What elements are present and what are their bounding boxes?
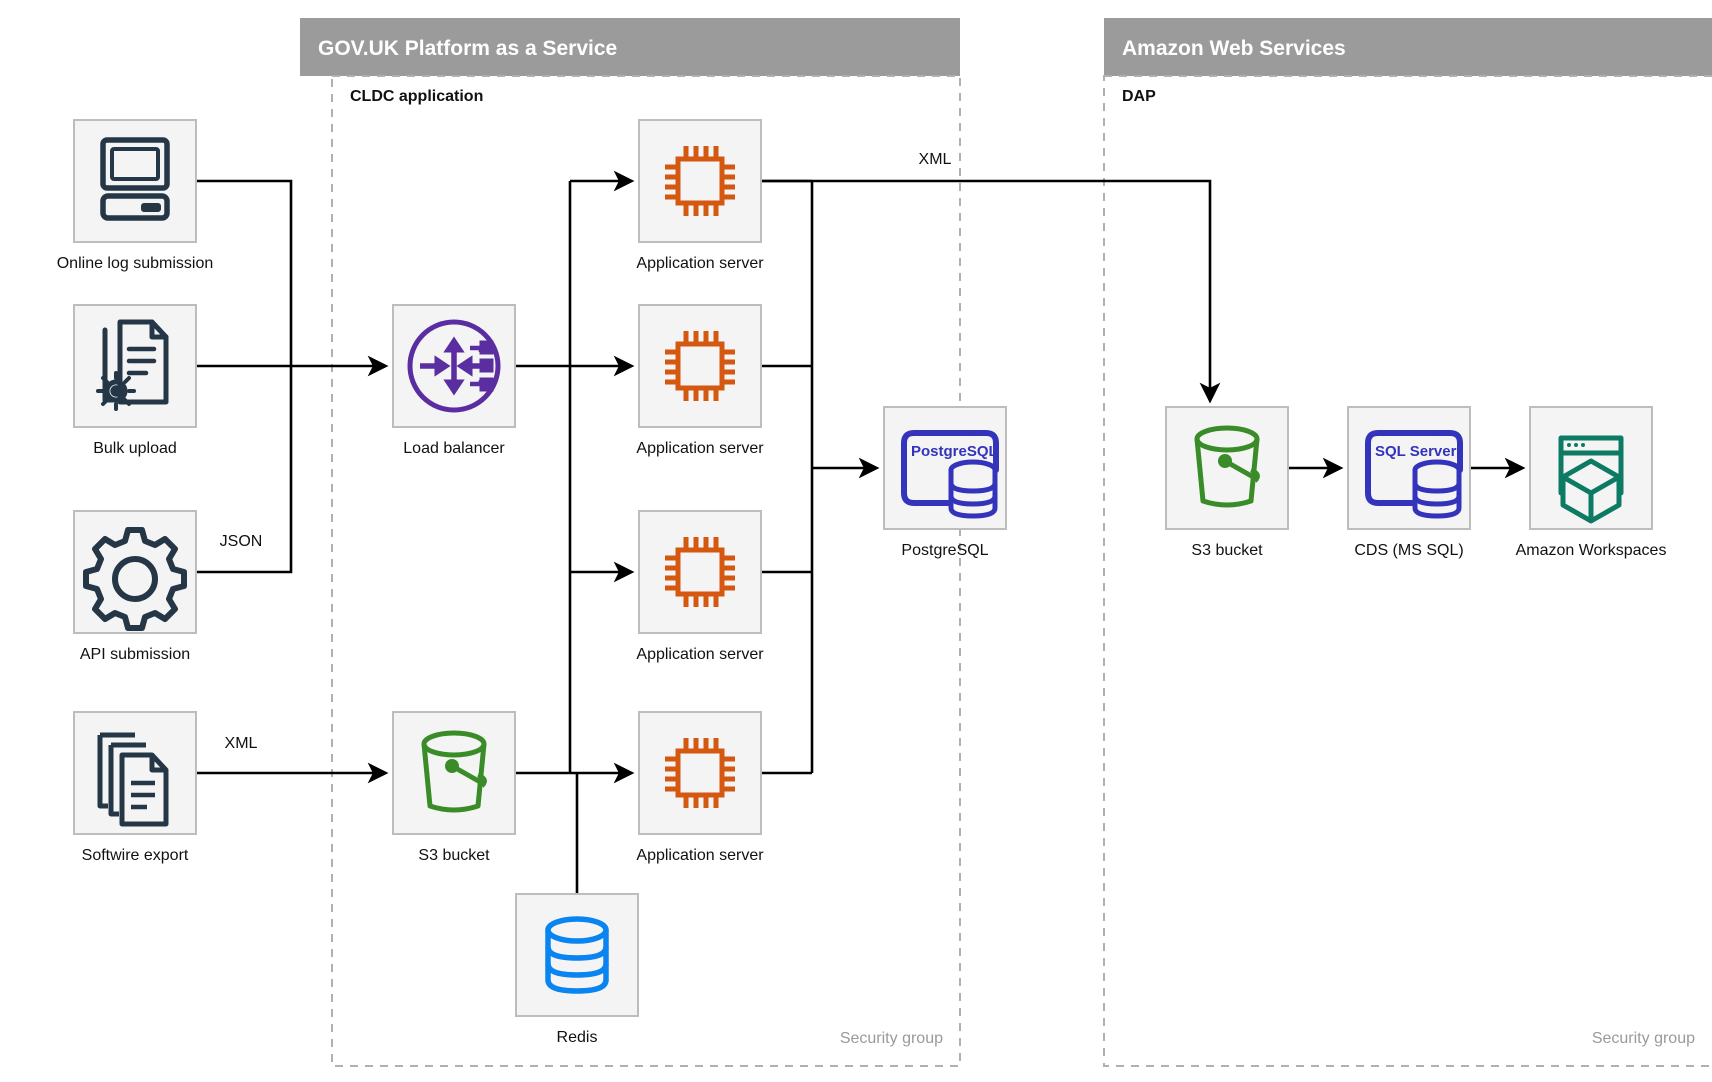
node-label: Amazon Workspaces [1516,542,1667,559]
node-label: Application server [636,646,764,663]
node-label: API submission [80,646,190,663]
node-label: Application server [636,847,764,864]
node-application-server-1[interactable]: Application server [636,119,764,272]
node-box [392,711,516,835]
node-label: S3 bucket [418,847,490,864]
zone-paas-header-bar [300,18,960,76]
zone-paas-subtitle: CLDC application [350,88,483,105]
edge-xml-to-s3-aws [761,179,1221,404]
node-amazon-workspaces[interactable]: Amazon Workspaces [1516,406,1667,559]
node-label: Redis [557,1029,598,1046]
node-label: Application server [636,440,764,457]
node-box [73,711,197,835]
zone-aws-dashed-border [1103,75,1712,1067]
sql-server-icon: SQL Server [1365,430,1463,519]
node-postgresql[interactable]: PostgreSQL PostgreSQL [883,406,1007,559]
node-load-balancer[interactable]: Load balancer [392,304,516,457]
node-bulk-upload[interactable]: Bulk upload [73,304,197,457]
node-label: Application server [636,255,764,272]
node-box [638,119,762,243]
node-label: CDS (MS SQL) [1354,542,1463,559]
node-online-log-submission[interactable]: Online log submission [57,119,214,272]
sql-server-icon-text: SQL Server [1375,443,1457,460]
cpu-chip-icon [665,146,735,216]
node-application-server-4[interactable]: Application server [636,711,764,864]
zone-paas-title: GOV.UK Platform as a Service [318,37,617,60]
node-label: S3 bucket [1191,542,1263,559]
node-cds-ms-sql[interactable]: SQL Server CDS (MS SQL) [1347,406,1471,559]
zone-paas: GOV.UK Platform as a Service CLDC applic… [300,18,961,1067]
edge-label-xml-left: XML [225,735,258,752]
documents-stack-icon [97,732,169,827]
node-box [638,510,762,634]
load-balancer-icon [407,319,501,413]
bucket-icon [1194,425,1260,508]
node-s3-bucket-aws[interactable]: S3 bucket [1165,406,1289,559]
workspaces-icon [1558,435,1624,524]
node-s3-bucket-paas[interactable]: S3 bucket [392,711,516,864]
edge-label-xml-top: XML [919,151,952,168]
postgresql-icon-text: PostgreSQL [911,443,998,460]
node-softwire-export[interactable]: Softwire export [73,711,197,864]
zone-aws-title: Amazon Web Services [1122,37,1346,60]
desktop-computer-icon [100,137,170,221]
node-label: Softwire export [82,847,189,864]
node-box [1165,406,1289,530]
zone-aws-security-group-label: Security group [1592,1030,1695,1047]
node-label: Bulk upload [93,440,177,457]
node-label: PostgreSQL [901,542,988,559]
zone-aws: Amazon Web Services DAP Security group [1103,18,1712,1067]
node-application-server-2[interactable]: Application server [636,304,764,457]
node-box [638,711,762,835]
cpu-chip-icon [665,537,735,607]
node-redis[interactable]: Redis [515,893,639,1046]
zone-aws-header-bar [1104,18,1712,76]
node-api-submission[interactable]: API submission [73,510,197,663]
node-box [515,893,639,1017]
node-box [638,304,762,428]
node-label: Online log submission [57,255,214,272]
postgresql-icon: PostgreSQL [901,430,999,519]
zone-aws-subtitle: DAP [1122,88,1156,105]
document-gear-icon [96,319,169,411]
gear-icon [83,527,187,631]
node-label: Load balancer [403,440,505,457]
cpu-chip-icon [665,738,735,808]
node-application-server-3[interactable]: Application server [636,510,764,663]
edge-online-log-to-lb [196,179,293,366]
cpu-chip-icon [665,331,735,401]
edge-label-json: JSON [220,533,263,550]
database-icon [545,916,609,994]
bucket-icon [421,730,487,813]
node-box [73,304,197,428]
zone-paas-security-group-label: Security group [840,1030,943,1047]
edge-api-submission-to-lb [196,366,293,574]
